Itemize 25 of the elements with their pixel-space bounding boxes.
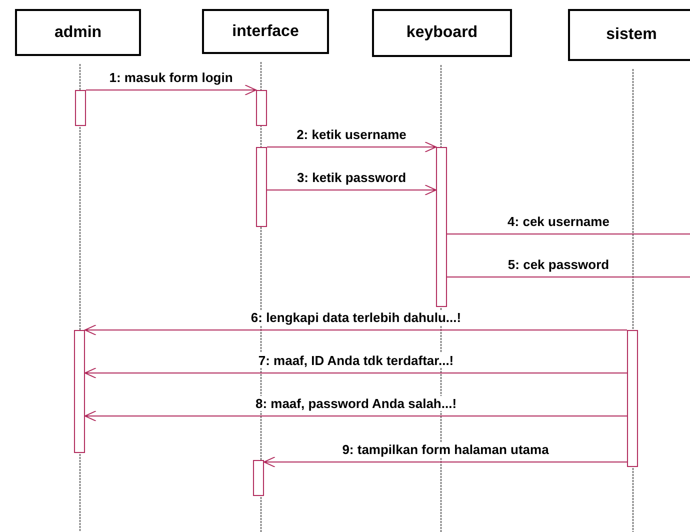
participant-box: interface	[202, 9, 329, 54]
activation-bar	[75, 90, 86, 126]
message-line	[446, 276, 690, 278]
message-arrow	[84, 324, 628, 336]
message-arrow	[84, 368, 628, 378]
activation-bar	[253, 460, 264, 496]
edge-label: 5: cek password	[506, 257, 612, 272]
edge-label: 4: cek username	[506, 214, 612, 229]
edge-label: 1: masuk form login	[107, 70, 235, 85]
message-arrow	[84, 410, 628, 422]
edge-label: 2: ketik username	[294, 127, 408, 142]
activation-bar	[627, 330, 638, 467]
participant-box: sistem	[568, 9, 690, 61]
edge-label: 9: tampilkan form halaman utama	[340, 442, 551, 457]
activation-bar	[256, 147, 267, 227]
message-arrow	[264, 456, 628, 468]
message-arrow	[86, 84, 256, 96]
message-arrow	[266, 184, 436, 196]
activation-bar	[74, 330, 85, 453]
participant-box: admin	[15, 9, 141, 56]
activation-bar	[436, 147, 447, 307]
activation-bar	[256, 90, 267, 126]
edge-label: 3: ketik password	[294, 170, 408, 185]
participant-box: keyboard	[372, 9, 512, 57]
message-arrow	[266, 142, 436, 152]
